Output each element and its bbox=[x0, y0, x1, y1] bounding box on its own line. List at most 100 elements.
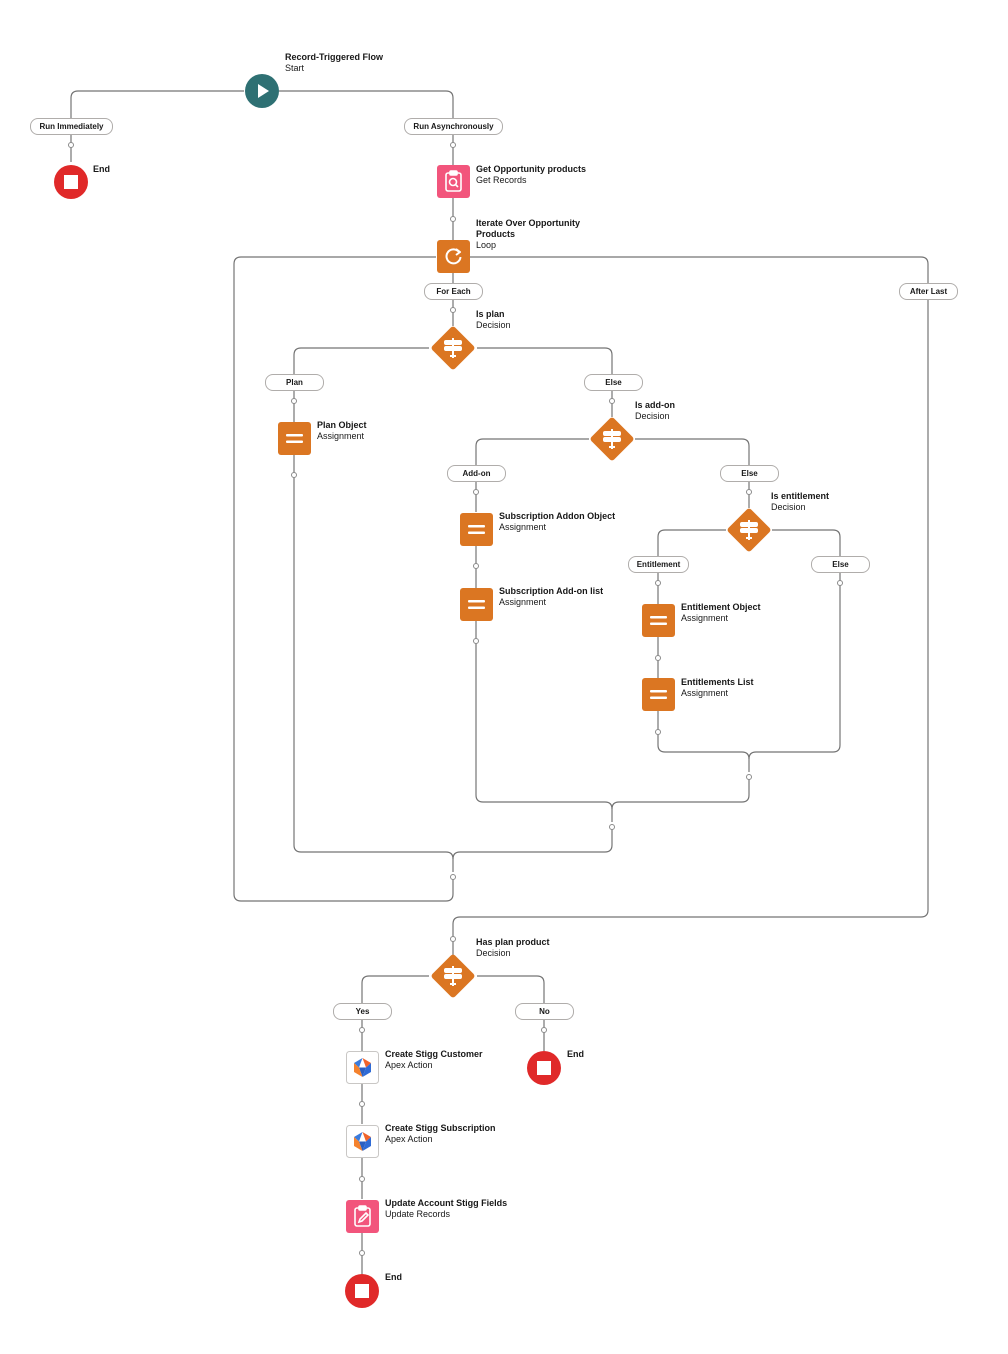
path-plan-else[interactable]: Else bbox=[584, 374, 643, 391]
get-records-label: Get Opportunity products Get Records bbox=[476, 164, 586, 186]
add-element-connector[interactable] bbox=[450, 142, 456, 148]
add-element-connector[interactable] bbox=[291, 472, 297, 478]
add-element-connector[interactable] bbox=[473, 489, 479, 495]
clipboard-search-icon bbox=[445, 170, 462, 192]
sub-addon-object-subtitle: Assignment bbox=[499, 522, 547, 532]
add-element-connector[interactable] bbox=[359, 1176, 365, 1182]
apex-create-subscription[interactable] bbox=[346, 1125, 379, 1158]
stigg-logo-icon bbox=[354, 1132, 371, 1151]
equals-icon bbox=[468, 525, 485, 534]
decision-icon bbox=[603, 429, 621, 449]
ent-object-subtitle: Assignment bbox=[681, 613, 729, 623]
add-element-connector[interactable] bbox=[655, 655, 661, 661]
is-entitlement-label: Is entitlement Decision bbox=[771, 491, 829, 513]
create-customer-label: Create Stigg Customer Apex Action bbox=[385, 1049, 483, 1071]
path-entitlement[interactable]: Entitlement bbox=[628, 556, 689, 573]
create-subscription-subtitle: Apex Action bbox=[385, 1134, 433, 1144]
add-element-connector[interactable] bbox=[450, 307, 456, 313]
add-element-connector[interactable] bbox=[68, 142, 74, 148]
get-records-node[interactable] bbox=[437, 165, 470, 198]
equals-icon bbox=[650, 616, 667, 625]
is-plan-title: Is plan bbox=[476, 309, 505, 319]
add-element-connector[interactable] bbox=[609, 398, 615, 404]
path-no[interactable]: No bbox=[515, 1003, 574, 1020]
start-subtitle: Start bbox=[285, 63, 305, 73]
apex-create-customer[interactable] bbox=[346, 1051, 379, 1084]
loop-subtitle: Loop bbox=[476, 240, 497, 250]
update-account-title: Update Account Stigg Fields bbox=[385, 1198, 508, 1208]
add-element-connector[interactable] bbox=[655, 580, 661, 586]
get-records-subtitle: Get Records bbox=[476, 175, 527, 185]
decision-icon bbox=[444, 338, 462, 358]
add-element-connector[interactable] bbox=[473, 563, 479, 569]
add-element-connector[interactable] bbox=[291, 398, 297, 404]
create-subscription-label: Create Stigg Subscription Apex Action bbox=[385, 1123, 496, 1145]
add-element-connector[interactable] bbox=[359, 1250, 365, 1256]
add-element-connector[interactable] bbox=[541, 1027, 547, 1033]
is-entitlement-title: Is entitlement bbox=[771, 491, 830, 501]
end-label: End bbox=[93, 164, 110, 175]
start-node[interactable] bbox=[245, 74, 279, 108]
update-account-subtitle: Update Records bbox=[385, 1209, 451, 1219]
end-node-immediate[interactable] bbox=[54, 165, 88, 199]
assignment-entitlements-list[interactable] bbox=[642, 678, 675, 711]
end-title: End bbox=[93, 164, 110, 174]
decision-is-addon[interactable] bbox=[588, 415, 636, 463]
decision-has-plan-product[interactable] bbox=[429, 952, 477, 1000]
add-element-connector[interactable] bbox=[450, 216, 456, 222]
add-element-connector[interactable] bbox=[450, 936, 456, 942]
path-plan[interactable]: Plan bbox=[265, 374, 324, 391]
end-node-no[interactable] bbox=[527, 1051, 561, 1085]
has-plan-subtitle: Decision bbox=[476, 948, 511, 958]
add-element-connector[interactable] bbox=[746, 489, 752, 495]
loop-label: Iterate Over Opportunity Products Loop bbox=[476, 218, 580, 251]
end-label: End bbox=[567, 1049, 584, 1060]
path-for-each[interactable]: For Each bbox=[424, 283, 483, 300]
plan-object-title: Plan Object bbox=[317, 420, 367, 430]
add-element-connector[interactable] bbox=[837, 580, 843, 586]
path-run-async[interactable]: Run Asynchronously bbox=[404, 118, 503, 135]
path-addon-else[interactable]: Else bbox=[720, 465, 779, 482]
add-element-connector[interactable] bbox=[473, 638, 479, 644]
end-title: End bbox=[567, 1049, 584, 1059]
assignment-sub-addon-object[interactable] bbox=[460, 513, 493, 546]
is-addon-subtitle: Decision bbox=[635, 411, 670, 421]
is-addon-title: Is add-on bbox=[635, 400, 675, 410]
create-customer-title: Create Stigg Customer bbox=[385, 1049, 483, 1059]
add-element-connector[interactable] bbox=[609, 824, 615, 830]
path-yes[interactable]: Yes bbox=[333, 1003, 392, 1020]
has-plan-title: Has plan product bbox=[476, 937, 550, 947]
assignment-plan-object[interactable] bbox=[278, 422, 311, 455]
is-plan-label: Is plan Decision bbox=[476, 309, 511, 331]
decision-is-entitlement[interactable] bbox=[725, 506, 773, 554]
stop-icon bbox=[355, 1284, 369, 1298]
add-element-connector[interactable] bbox=[450, 874, 456, 880]
loop-icon bbox=[445, 248, 462, 265]
add-element-connector[interactable] bbox=[746, 774, 752, 780]
update-records-node[interactable] bbox=[346, 1200, 379, 1233]
add-element-connector[interactable] bbox=[359, 1101, 365, 1107]
end-title: End bbox=[385, 1272, 402, 1282]
decision-icon bbox=[740, 520, 758, 540]
end-node-final[interactable] bbox=[345, 1274, 379, 1308]
path-addon[interactable]: Add-on bbox=[447, 465, 506, 482]
is-plan-subtitle: Decision bbox=[476, 320, 511, 330]
equals-icon bbox=[468, 600, 485, 609]
is-addon-label: Is add-on Decision bbox=[635, 400, 675, 422]
add-element-connector[interactable] bbox=[655, 729, 661, 735]
path-after-last[interactable]: After Last bbox=[899, 283, 958, 300]
assignment-sub-addon-list[interactable] bbox=[460, 588, 493, 621]
loop-node[interactable] bbox=[437, 240, 470, 273]
path-run-immediately[interactable]: Run Immediately bbox=[30, 118, 113, 135]
add-element-connector[interactable] bbox=[359, 1027, 365, 1033]
plan-object-label: Plan Object Assignment bbox=[317, 420, 367, 442]
equals-icon bbox=[286, 434, 303, 443]
assignment-entitlement-object[interactable] bbox=[642, 604, 675, 637]
stop-icon bbox=[537, 1061, 551, 1075]
decision-is-plan[interactable] bbox=[429, 324, 477, 372]
stop-icon bbox=[64, 175, 78, 189]
path-entitlement-else[interactable]: Else bbox=[811, 556, 870, 573]
is-entitlement-subtitle: Decision bbox=[771, 502, 806, 512]
